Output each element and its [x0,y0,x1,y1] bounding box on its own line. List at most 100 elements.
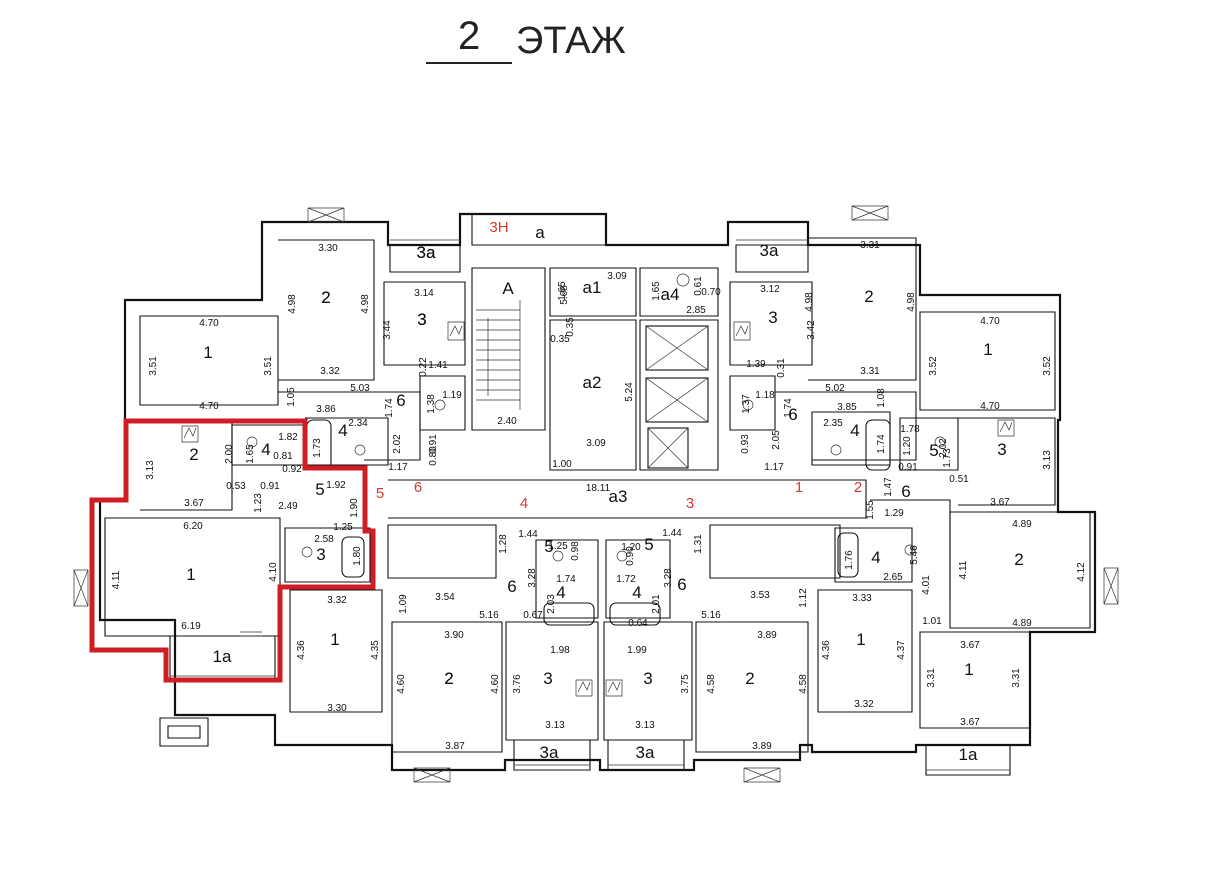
dimension-label: 0.61 [693,276,704,296]
selected-apartment-highlight [89,418,376,683]
room-number-label: 3а [417,243,436,262]
apartment-index-label: 6 [414,479,422,496]
apartment-index-label: 5 [376,485,384,502]
room-number-label: а4 [661,285,680,304]
dimension-label: 2.05 [771,430,782,450]
dimension-label: 4.36 [821,640,832,660]
dimension-label: 5.16 [701,610,721,621]
room-number-label: 3а [540,743,559,762]
dimension-label: 2.00 [224,444,235,464]
room-number-label: 3 [417,310,426,329]
dimension-label: 0.80 [428,446,439,466]
dimension-label: 1.65 [651,281,662,301]
dimension-label: 3.30 [318,243,338,254]
dimension-label: 0.51 [949,474,969,485]
dimension-label: 4.70 [199,318,219,329]
dimension-label: 3.13 [145,460,156,480]
dimension-label: 1.20 [621,542,641,553]
dimension-label: 3.67 [960,717,980,728]
dimension-label: 3.31 [926,668,937,688]
dimension-label: 3.32 [854,699,874,710]
dimension-label: 3.31 [860,240,880,251]
room-number-label: а1 [583,278,602,297]
dimension-label: 2.02 [392,434,403,454]
dimension-label: 1.20 [902,436,913,456]
room-number-label: 1 [203,343,212,362]
room-number-label: 3а [760,241,779,260]
dimension-label: 0.35 [550,334,570,345]
floor-title: 2 ЭТАЖ [426,14,636,66]
dimension-label: 3.42 [806,320,817,340]
dimension-label: 2.34 [348,418,368,429]
dimension-label: 3.89 [752,741,772,752]
room-number-label: 1а [959,745,978,764]
dimension-label: 1.90 [349,498,360,518]
dimension-label: 1.80 [352,546,363,566]
dimension-label: 0.91 [898,462,918,473]
dimension-label: 3.54 [435,592,455,603]
room-number-label: 1 [983,340,992,359]
dimension-label: 4.70 [980,401,1000,412]
plan-walls [98,212,1097,776]
room-number-label: 3 [997,440,1006,459]
dimension-label: 1.92 [326,480,346,491]
dimension-label: 4.37 [896,640,907,660]
dimension-label: 3.32 [320,366,340,377]
dimension-label: 3.32 [327,595,347,606]
dimension-label: 1.73 [312,438,323,458]
room-number-label: 3 [417,310,426,329]
room-number-label: а3 [609,487,628,506]
dimension-label: 0.91 [428,434,439,454]
room-number-label: 5 [315,480,324,499]
dimension-label: 1.74 [876,434,887,454]
dimension-label: 3.13 [545,720,565,731]
dimension-label: 3.90 [444,630,464,641]
room-number-label: 2 [444,669,453,688]
dimension-label: 1.29 [884,508,904,519]
room-number-label: 4 [338,421,347,440]
apartment-index-label: 4 [520,495,528,512]
dimension-label: 2.85 [686,305,706,316]
room-number-label: 4 [261,440,270,459]
dimension-label: 5.16 [479,610,499,621]
dimension-label: 3.28 [663,568,674,588]
dimension-label: 0.31 [776,358,787,378]
dimension-label: 4.35 [370,640,381,660]
dimension-label: 1.37 [741,394,752,414]
room-number-label: 3 [768,308,777,327]
room-number-label: а2 [583,373,602,392]
dimension-label: 0.67 [523,610,543,621]
room-number-label: 2 [864,287,873,306]
dimension-label: 5.03 [350,383,370,394]
dimension-label: 1.00 [552,459,572,470]
room-number-label: 3 [316,545,325,564]
dimension-label: 0.81 [273,451,293,462]
room-number-label: 1 [186,565,195,584]
dimension-label: 3.76 [512,674,523,694]
room-number-label: 5 [644,535,653,554]
dimension-label: 1.17 [388,462,408,473]
dimension-label: 2.49 [278,501,298,512]
dimension-label: 1.44 [662,528,682,539]
room-number-label: 2 [745,669,754,688]
dimension-label: 4.98 [804,292,815,312]
dimension-label: 1.72 [616,574,636,585]
dimension-label: 1.44 [518,529,538,540]
dimension-label: 3.09 [586,438,606,449]
dimension-label: 1.55 [865,500,876,520]
room-number-label: 1 [330,630,339,649]
dimension-label: 1.74 [556,574,576,585]
dimension-label: 1.31 [693,534,704,554]
dimension-label: 4.98 [906,292,917,312]
dimension-label: 0.53 [226,481,246,492]
room-number-label: A [502,279,514,298]
dimension-label: 1.17 [764,462,784,473]
dimension-label: 3.09 [607,271,627,282]
dimension-label: 3.75 [680,674,691,694]
dimension-label: 1.99 [627,645,647,656]
room-number-label: 3а [636,743,655,762]
dimension-label: 5.46 [909,545,920,565]
dimension-label: 0.90 [625,546,636,566]
dimension-label: 3.67 [184,498,204,509]
